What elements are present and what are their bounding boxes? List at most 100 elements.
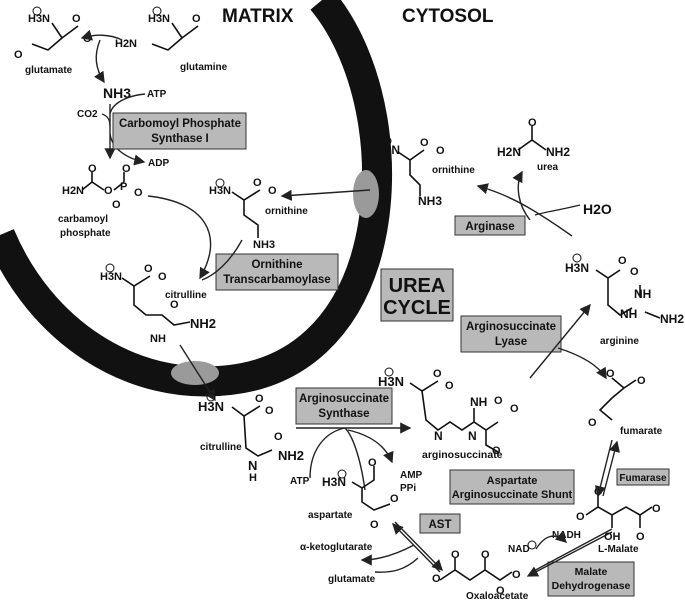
matrix-label: MATRIX xyxy=(222,6,294,27)
l-malate-structure: O O OH O O xyxy=(576,486,661,543)
o-group: O xyxy=(158,271,167,283)
h2n-group: H2N xyxy=(115,38,137,50)
atp-top-label: ATP xyxy=(147,89,167,100)
cytosol-label: CYTOSOL xyxy=(402,6,494,27)
h-group: H xyxy=(249,472,257,484)
o-group: O xyxy=(630,266,639,278)
mdh-arrow-back xyxy=(529,528,613,574)
amp-out-arrow xyxy=(347,429,394,464)
urea-label: urea xyxy=(537,162,559,173)
ppi-label: PPi xyxy=(400,483,416,494)
asl-arrow-arginine xyxy=(529,303,591,379)
h3n-group: H3N xyxy=(376,143,400,157)
nad-nadh-arrow xyxy=(535,531,568,550)
citrulline-cytosol-structure: H3N O O N H O NH2 xyxy=(198,392,304,484)
glutamate-structure: H3N O O O xyxy=(14,6,92,61)
nh-group: NH xyxy=(150,333,166,345)
o-group: O xyxy=(420,137,429,149)
h2o-in-arrow xyxy=(534,204,581,216)
asl-line2: Lyase xyxy=(495,336,527,348)
glutamate-bottom-arrow xyxy=(374,557,419,573)
o-group: O xyxy=(528,117,537,129)
o-group: O xyxy=(268,185,277,197)
aspartate-label: aspartate xyxy=(308,510,353,521)
o-group: O xyxy=(255,393,264,405)
o-group: O xyxy=(481,549,490,561)
nh2-group: NH2 xyxy=(660,312,684,326)
cps1-line2: Synthase I xyxy=(151,133,209,145)
atp-in-arrow xyxy=(109,93,146,115)
ast-label: AST xyxy=(429,519,452,531)
aspartate-structure: H3N O O O xyxy=(322,457,399,531)
o-group: O xyxy=(253,177,262,189)
fumarase-label: Fumarase xyxy=(619,473,667,484)
o-group: O xyxy=(368,457,377,469)
cps1-enzyme-box xyxy=(112,112,247,150)
o-group: O xyxy=(433,368,442,380)
o-group: O xyxy=(88,163,97,175)
atp-bottom-label: ATP xyxy=(290,476,310,487)
shunt-box xyxy=(449,469,575,505)
nh2-group: NH2 xyxy=(278,448,304,463)
citrulline-transporter xyxy=(171,361,219,385)
h3n-group: H3N xyxy=(148,13,170,25)
nadh-label: NADH xyxy=(552,530,581,541)
shunt-line1: Aspartate xyxy=(487,475,538,487)
adp-out-arrow xyxy=(109,133,146,166)
o-group: O xyxy=(192,13,201,25)
arginine-structure: H3N O O NH NH NH2 xyxy=(565,253,684,326)
glutamine-to-nh3-arrow xyxy=(93,39,105,84)
o-group: O xyxy=(576,511,585,523)
arginine-label: arginine xyxy=(600,336,639,347)
l-malate-label: L-Malate xyxy=(598,544,639,555)
o-group: O xyxy=(104,185,113,197)
arginase-enzyme-box xyxy=(454,215,526,236)
o-group: O xyxy=(14,49,23,61)
ornithine-import-arrow xyxy=(280,189,371,201)
ornithine-cytosol-structure: H3N O O NH3 xyxy=(376,136,445,208)
o-group: O xyxy=(451,549,460,561)
glutamine-structure: H3N O H2N xyxy=(115,6,201,51)
h3n-group: H3N xyxy=(100,271,122,283)
mdh-enzyme-box xyxy=(547,561,635,597)
o-group: O xyxy=(492,445,501,457)
h3n-group: H3N xyxy=(565,261,589,275)
mitochondrial-membrane xyxy=(0,0,393,397)
nh3-group: NH3 xyxy=(253,239,275,251)
h3n-group: H3N xyxy=(209,185,231,197)
otc-arrow-ornithine xyxy=(201,239,243,281)
citrulline-export-arrow xyxy=(179,344,216,402)
aspartate-in-arrow xyxy=(344,427,366,491)
ornithine-transporter xyxy=(353,170,379,218)
mdh-line1: Malate xyxy=(575,566,608,578)
asl-arrow-fumarate xyxy=(557,347,607,380)
ass-line2: Synthase xyxy=(318,408,369,420)
carbamoyl-label-1: carbamoyl xyxy=(58,214,108,225)
o-group: O xyxy=(432,573,441,585)
shunt-line2: Arginosuccinate Shunt xyxy=(452,489,573,501)
arginosuccinate-label: arginosuccinate xyxy=(422,449,503,461)
o-group: O xyxy=(512,569,521,581)
amp-label: AMP xyxy=(400,470,423,481)
fumarase-arrow-up xyxy=(602,440,620,497)
oxaloacetate-label: Oxaloacetate xyxy=(466,591,529,602)
nh3-label: NH3 xyxy=(103,85,131,101)
glutamine-label: glutamine xyxy=(180,62,228,73)
n-group: N xyxy=(434,429,443,443)
o-group: O xyxy=(390,493,399,505)
ass-enzyme-box xyxy=(295,387,393,425)
carbamoyl-phosphate-structure: H2N O O P O O O xyxy=(62,163,143,211)
h2o-label: H2O xyxy=(583,201,612,217)
mdh-line2: Dehydrogenase xyxy=(552,580,631,592)
h3n-group: H3N xyxy=(28,13,50,25)
o-group: O xyxy=(170,299,179,311)
o-group: O xyxy=(436,145,445,157)
akg-label: α-ketoglutarate xyxy=(300,542,373,553)
o-group: O xyxy=(588,417,597,429)
urea-out-arrow xyxy=(512,170,531,221)
title-line1: UREA xyxy=(389,275,446,297)
glutaminase-arrow xyxy=(80,29,123,41)
o-group: O xyxy=(606,368,615,380)
otc-line2: Transcarbamoylase xyxy=(223,274,330,286)
